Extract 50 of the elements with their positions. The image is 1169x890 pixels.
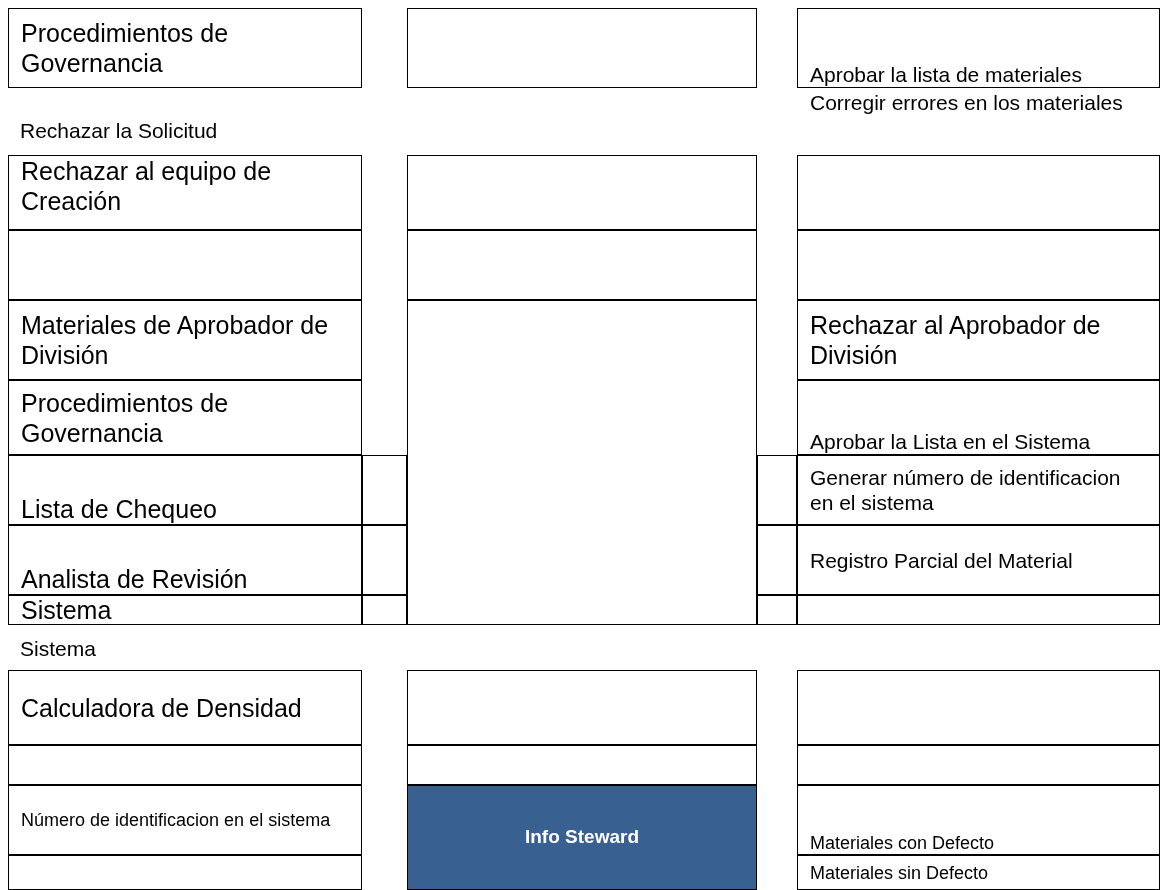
- table-cell: [797, 8, 1160, 88]
- table-cell: [8, 300, 362, 380]
- empty-cell: [797, 670, 1160, 745]
- cell-text: Generar número de identificacion en el sistema: [810, 465, 1122, 515]
- cell-text: Rechazar al equipo de Creación: [21, 156, 273, 216]
- empty-cell: [797, 155, 1160, 230]
- cell-text: Sistema: [21, 595, 113, 625]
- empty-cell: [407, 8, 757, 88]
- empty-cell: [797, 745, 1160, 785]
- cell-text: Materiales con Defecto: [810, 832, 996, 854]
- table-cell: [8, 595, 362, 625]
- table-cell: [8, 8, 362, 88]
- table-cell: [8, 785, 362, 855]
- empty-cell: [407, 155, 757, 230]
- empty-cell: [407, 300, 757, 625]
- empty-cell: [407, 670, 757, 745]
- cell-text: Registro Parcial del Material: [810, 547, 1074, 573]
- empty-cell: [407, 745, 757, 785]
- empty-cell: [8, 745, 362, 785]
- table-cell: [797, 455, 1160, 525]
- table-cell: [797, 300, 1160, 380]
- table-cell: [797, 785, 1160, 855]
- empty-cell: [8, 855, 362, 890]
- cell-text: Número de identificacion en el sistema: [21, 809, 332, 831]
- table-cell: [8, 525, 362, 595]
- table-cell: [8, 455, 362, 525]
- cell-text: Procedimientos de Governancia: [21, 387, 230, 448]
- empty-cell: [407, 230, 757, 300]
- table-cell: [797, 380, 1160, 455]
- cell-text: Info Steward: [525, 825, 639, 850]
- note-text: Corregir errores en los materiales: [810, 90, 1124, 115]
- empty-cell: [797, 230, 1160, 300]
- cell-text: Analista de Revisión: [21, 564, 249, 594]
- role-box: [407, 785, 757, 890]
- cell-text: Materiales sin Defecto: [810, 861, 990, 884]
- table-cell: [8, 380, 362, 455]
- cell-text: Procedimientos de Governancia: [21, 18, 230, 78]
- cell-text: Materiales de Aprobador de División: [21, 310, 330, 370]
- cell-text: Rechazar al Aprobador de División: [810, 310, 1102, 370]
- empty-cell: [8, 230, 362, 300]
- note-text: Sistema: [20, 636, 97, 661]
- table-cell: [8, 670, 362, 745]
- cell-text: Aprobar la lista de materiales: [810, 62, 1083, 87]
- table-cell: [8, 155, 362, 230]
- table-cell: [797, 525, 1160, 595]
- cell-text: Calculadora de Densidad: [21, 692, 303, 723]
- cell-text: Aprobar la Lista en el Sistema: [810, 429, 1092, 454]
- table-cell: [797, 855, 1160, 890]
- cell-text: Lista de Chequeo: [21, 494, 218, 524]
- note-text: Rechazar la Solicitud: [20, 118, 219, 143]
